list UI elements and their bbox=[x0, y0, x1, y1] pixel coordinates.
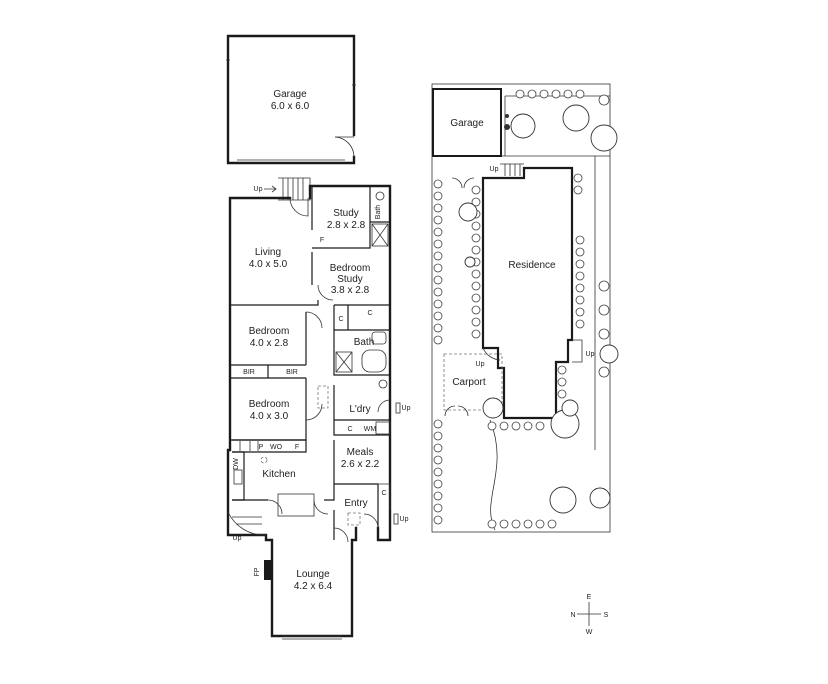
back-steps: Up bbox=[254, 177, 311, 201]
living-size: 4.0 x 5.0 bbox=[249, 259, 288, 270]
compass-north: N bbox=[570, 612, 575, 619]
garage-label: Garage bbox=[273, 89, 307, 100]
lounge-room: FP Lounge 4.2 x 6.4 bbox=[254, 560, 342, 640]
hedge-shrubs bbox=[433, 89, 610, 529]
study-size: 2.8 x 2.8 bbox=[327, 220, 366, 231]
compass-west: W bbox=[586, 629, 593, 636]
compass-east: E bbox=[587, 594, 592, 601]
compass-south: S bbox=[604, 612, 609, 619]
up-label-laundry: Up bbox=[402, 405, 411, 412]
trees bbox=[458, 104, 619, 514]
site-garage: Garage bbox=[432, 88, 502, 157]
laundry-c-label: C bbox=[347, 426, 352, 433]
bedroom-study-label-1: Bedroom bbox=[330, 263, 371, 274]
bedroom-2-size: 4.0 x 3.0 bbox=[250, 411, 289, 422]
laundry-room: C WM L'dry Up bbox=[333, 385, 411, 436]
lounge-size: 4.2 x 6.4 bbox=[294, 581, 333, 592]
bedroom-1-room: BIR BIR Bedroom 4.0 x 2.8 bbox=[230, 311, 323, 379]
entry-room: C Entry Up bbox=[333, 483, 409, 543]
site-up-label-3: Up bbox=[586, 351, 595, 358]
bedroom-1-label: Bedroom bbox=[249, 326, 290, 337]
wo-label: WO bbox=[270, 444, 283, 451]
site-up-label-2: Up bbox=[476, 361, 485, 368]
site-residence: Up Residence Up Up bbox=[476, 163, 595, 420]
bir-label-2: BIR bbox=[286, 369, 298, 376]
bedroom-study-room: Bedroom Study 3.8 x 2.8 bbox=[317, 263, 390, 306]
site-plan: Garage Up Residence Up Up Carport bbox=[431, 83, 619, 533]
pantry-label: P bbox=[259, 444, 264, 451]
study-f-label: F bbox=[320, 237, 324, 244]
living-label: Living bbox=[255, 247, 281, 258]
bath-room: C C Bath bbox=[333, 305, 390, 389]
c-label-2: C bbox=[367, 310, 372, 317]
meals-room: Meals 2.6 x 2.2 bbox=[341, 447, 380, 470]
fp-label: FP bbox=[254, 567, 261, 576]
bath-label: Bath bbox=[354, 337, 375, 348]
site-boundary bbox=[431, 83, 611, 533]
study-room: Study 2.8 x 2.8 F Bath bbox=[311, 186, 390, 249]
bedroom-study-size: 3.8 x 2.8 bbox=[331, 285, 370, 296]
bedroom-study-label-2: Study bbox=[337, 274, 363, 285]
house-outline bbox=[226, 184, 392, 638]
floor-plan: Garage 6.0 x 6.0 Up Study 2.8 x bbox=[226, 34, 411, 640]
lounge-label: Lounge bbox=[296, 569, 330, 580]
bedroom-2-room: Bedroom 4.0 x 3.0 bbox=[230, 378, 329, 441]
kitchen-label: Kitchen bbox=[262, 469, 295, 480]
wm-label: WM bbox=[364, 426, 377, 433]
site-up-label-1: Up bbox=[490, 166, 499, 173]
garage-size: 6.0 x 6.0 bbox=[271, 101, 310, 112]
bath-small-label: Bath bbox=[375, 205, 382, 220]
meals-label: Meals bbox=[347, 447, 374, 458]
meals-size: 2.6 x 2.2 bbox=[341, 459, 380, 470]
fridge-label: F bbox=[295, 444, 299, 451]
site-carport-label: Carport bbox=[452, 377, 486, 388]
living-room: Living 4.0 x 5.0 bbox=[230, 247, 319, 306]
side-steps: Up bbox=[227, 511, 267, 542]
entry-c-label: C bbox=[381, 490, 386, 497]
c-label-1: C bbox=[338, 316, 343, 323]
bedroom-1-size: 4.0 x 2.8 bbox=[250, 338, 289, 349]
up-label-entry: Up bbox=[400, 516, 409, 523]
garage-room: Garage 6.0 x 6.0 bbox=[226, 34, 356, 165]
site-residence-label: Residence bbox=[508, 260, 556, 271]
up-label-back: Up bbox=[254, 186, 263, 193]
compass: E W N S bbox=[570, 594, 608, 636]
bedroom-2-label: Bedroom bbox=[249, 399, 290, 410]
study-label: Study bbox=[333, 208, 359, 219]
kitchen-room: P WO F DW Kitchen bbox=[232, 439, 335, 517]
bir-label-1: BIR bbox=[243, 369, 255, 376]
entry-label: Entry bbox=[344, 498, 367, 509]
up-label-side: Up bbox=[233, 535, 242, 542]
laundry-label: L'dry bbox=[349, 404, 370, 415]
site-garage-label: Garage bbox=[450, 118, 484, 129]
site-carport: Carport bbox=[443, 177, 503, 531]
dw-label: DW bbox=[233, 458, 240, 470]
